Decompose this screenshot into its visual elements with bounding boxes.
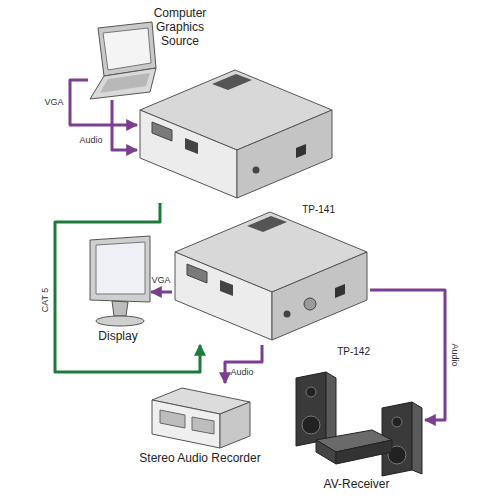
tp141-illustration [152, 122, 172, 141]
device-label: TP-142 [337, 345, 370, 359]
recorder-illustration [192, 417, 214, 434]
cable-connector [55, 203, 200, 372]
speaker-illustration [306, 387, 316, 397]
tp142-illustration [220, 280, 233, 296]
transmitter-box: TP-141 [137, 68, 335, 203]
speaker-illustration [412, 402, 422, 474]
cable-connector [151, 291, 172, 294]
laptop-illustration [98, 22, 156, 76]
tp142-illustration [335, 284, 345, 298]
cable-connector [112, 100, 137, 150]
cable-label: Audio [450, 343, 460, 366]
cable-label: VGA [151, 275, 170, 285]
receiver-illustration [336, 440, 392, 464]
tp142-illustration [247, 216, 287, 232]
recorder-illustration [152, 400, 220, 448]
av-receiver: AV-Receiver [288, 362, 425, 477]
tp141-illustration [253, 167, 260, 174]
tp141-illustration [185, 138, 198, 154]
display-illustration [96, 316, 144, 326]
tp141-illustration [296, 144, 306, 158]
display-illustration [90, 236, 150, 326]
cable-label: Audio [230, 367, 253, 377]
display-illustration [90, 236, 150, 302]
receiver-illustration [316, 430, 392, 464]
speaker-illustration [392, 417, 402, 427]
laptop-illustration [90, 68, 156, 99]
receiver-illustration [316, 440, 336, 464]
speaker-illustration [326, 372, 336, 444]
speaker-illustration [296, 372, 326, 446]
cable-label: VGA [44, 97, 63, 107]
tp142-illustration [272, 252, 367, 340]
tp142-illustration [284, 311, 291, 318]
tp141-illustration [237, 110, 332, 198]
speaker-illustration [296, 372, 336, 446]
laptop-illustration [90, 22, 156, 99]
cable-connector [225, 345, 262, 383]
tp142-illustration [304, 298, 316, 310]
source-laptop: Computer Graphics Source [88, 22, 160, 100]
tp142-illustration [175, 212, 367, 340]
recorder-illustration [160, 410, 185, 428]
laptop-illustration [103, 28, 151, 70]
receiver-box: TP-142 [172, 210, 370, 345]
cable-connector [370, 290, 445, 420]
cable-label: Audio [79, 135, 102, 145]
device-label: TP-141 [302, 203, 335, 217]
audio-recorder: Stereo Audio Recorder [148, 383, 252, 451]
device-label: Computer Graphics Source [145, 6, 215, 48]
tp142-illustration [175, 252, 272, 340]
recorder-illustration [220, 402, 250, 448]
device-label: Display [98, 329, 137, 343]
av-receiver-illustration [296, 372, 422, 476]
tp142-illustration [187, 264, 207, 283]
device-label: AV-Receiver [324, 477, 390, 491]
cable-label: CAT 5 [40, 288, 50, 313]
display-monitor: Display [85, 234, 151, 329]
recorder-illustration [152, 388, 250, 448]
tp141-illustration [140, 110, 237, 198]
display-illustration [96, 242, 145, 294]
tp141-illustration [140, 70, 332, 198]
tp141-illustration [212, 74, 252, 90]
cable-connector [70, 80, 137, 125]
speaker-illustration [302, 416, 320, 434]
display-illustration [112, 301, 128, 316]
laptop-illustration [100, 73, 150, 93]
device-label: Stereo Audio Recorder [139, 451, 260, 465]
